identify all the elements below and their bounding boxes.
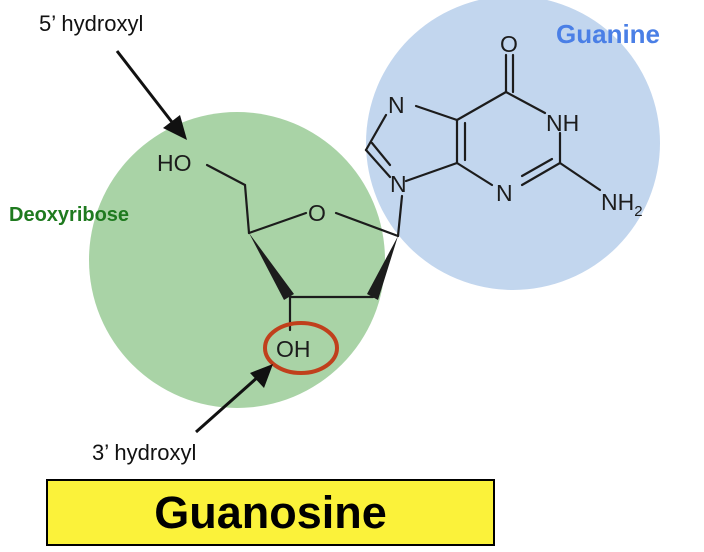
n7-label: N: [388, 92, 405, 118]
arrow-5-hydroxyl: [115, 50, 187, 140]
title-text: Guanosine: [154, 486, 387, 538]
n3-label: N: [496, 180, 513, 206]
arrow-3-hydroxyl: [195, 364, 273, 434]
sugar-label: Deoxyribose: [9, 204, 129, 226]
ho-5-label: HO: [157, 150, 192, 176]
n9-label: N: [390, 171, 407, 197]
base-label: Guanine: [556, 19, 660, 49]
carbonyl-o-label: O: [500, 31, 518, 57]
sugar-bonds: [205, 163, 404, 332]
nh-label: NH: [546, 110, 579, 136]
hydroxyl-3-highlight-ring: [263, 321, 339, 375]
oh-3-label: OH: [276, 336, 311, 362]
sugar-highlight-circle: [89, 112, 385, 408]
title-banner: Guanosine: [46, 479, 495, 546]
base-bonds: [364, 53, 602, 192]
sugar-wedge-bonds: [249, 233, 398, 300]
hydroxyl-3-label: 3’ hydroxyl: [92, 440, 196, 465]
ring-oxygen-label: O: [308, 200, 326, 226]
base-highlight-circle: [366, 0, 660, 290]
nh2-label: NH2: [601, 189, 643, 220]
hydroxyl-5-label: 5’ hydroxyl: [39, 11, 143, 36]
